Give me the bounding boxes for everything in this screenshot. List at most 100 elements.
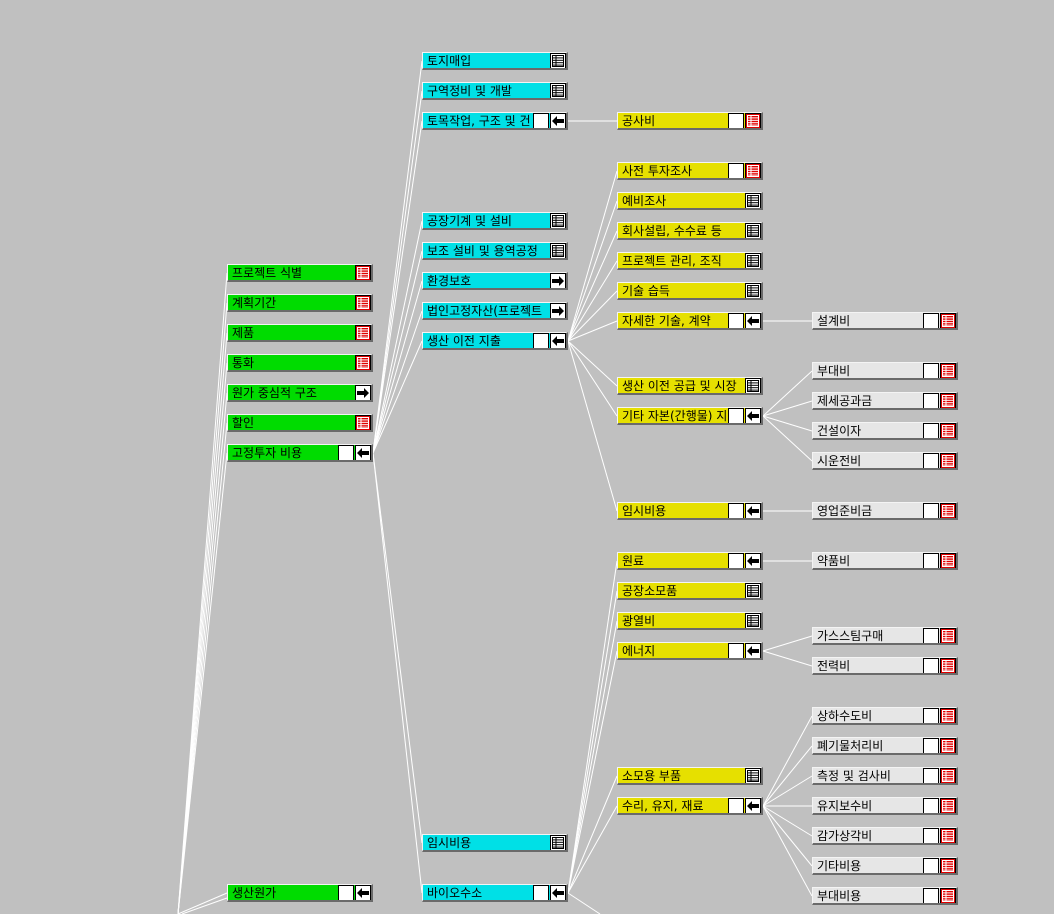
red-table-icon[interactable] [940,628,956,643]
red-table-icon[interactable] [940,393,956,408]
arrow-left-icon[interactable] [745,798,761,813]
red-table-icon[interactable] [745,113,761,128]
red-table-icon[interactable] [355,265,371,280]
tree-node-c7[interactable]: 법인고정자산(프로젝트 [422,302,568,320]
tree-node-y13[interactable]: 광열비 [617,612,763,630]
table-icon[interactable] [745,253,761,268]
tree-node-c10[interactable]: 바이오수소 [422,884,568,902]
tree-node-y12[interactable]: 공장소모품 [617,582,763,600]
checkbox-icon[interactable] [728,553,744,568]
tree-node-g14[interactable]: 감가상각비 [812,827,958,845]
tree-node-y11[interactable]: 원료 [617,552,763,570]
checkbox-icon[interactable] [533,333,549,348]
tree-node-g15[interactable]: 기타비용 [812,857,958,875]
arrow-left-icon[interactable] [745,313,761,328]
tree-node-p4[interactable]: 통화 [227,354,373,372]
tree-node-c5[interactable]: 보조 설비 및 용역공정 [422,242,568,260]
arrow-right-icon[interactable] [550,303,566,318]
checkbox-icon[interactable] [923,313,939,328]
table-icon[interactable] [745,223,761,238]
red-table-icon[interactable] [940,858,956,873]
tree-node-c8[interactable]: 생산 이전 지출 [422,332,568,350]
tree-node-g11[interactable]: 폐기물처리비 [812,737,958,755]
tree-node-y10[interactable]: 임시비용 [617,502,763,520]
arrow-left-icon[interactable] [745,643,761,658]
red-table-icon[interactable] [940,708,956,723]
red-table-icon[interactable] [940,888,956,903]
table-icon[interactable] [550,213,566,228]
arrow-left-icon[interactable] [355,885,371,900]
red-table-icon[interactable] [940,503,956,518]
checkbox-icon[interactable] [923,658,939,673]
arrow-left-icon[interactable] [550,333,566,348]
checkbox-icon[interactable] [338,885,354,900]
red-table-icon[interactable] [940,828,956,843]
checkbox-icon[interactable] [923,708,939,723]
checkbox-icon[interactable] [533,113,549,128]
red-table-icon[interactable] [940,363,956,378]
table-icon[interactable] [550,83,566,98]
tree-node-p1[interactable]: 프로젝트 식별 [227,264,373,282]
red-table-icon[interactable] [940,553,956,568]
checkbox-icon[interactable] [338,445,354,460]
red-table-icon[interactable] [940,453,956,468]
red-table-icon[interactable] [940,798,956,813]
checkbox-icon[interactable] [923,423,939,438]
tree-node-p5[interactable]: 원가 중심적 구조 [227,384,373,402]
tree-node-g5[interactable]: 시운전비 [812,452,958,470]
tree-node-c1[interactable]: 토지매입 [422,52,568,70]
red-table-icon[interactable] [355,295,371,310]
checkbox-icon[interactable] [923,363,939,378]
tree-node-p6[interactable]: 할인 [227,414,373,432]
tree-node-p2[interactable]: 계획기간 [227,294,373,312]
table-icon[interactable] [550,53,566,68]
checkbox-icon[interactable] [728,408,744,423]
tree-node-g9[interactable]: 전력비 [812,657,958,675]
tree-node-y15[interactable]: 소모용 부품 [617,767,763,785]
tree-node-p7[interactable]: 고정투자 비용 [227,444,373,462]
red-table-icon[interactable] [940,313,956,328]
tree-node-y14[interactable]: 에너지 [617,642,763,660]
checkbox-icon[interactable] [923,393,939,408]
red-table-icon[interactable] [940,768,956,783]
tree-node-g8[interactable]: 가스스팀구매 [812,627,958,645]
tree-node-g16[interactable]: 부대비용 [812,887,958,905]
tree-node-y8[interactable]: 생산 이전 공급 및 시장 [617,377,763,395]
checkbox-icon[interactable] [533,885,549,900]
arrow-left-icon[interactable] [550,113,566,128]
red-table-icon[interactable] [355,415,371,430]
tree-node-y5[interactable]: 프로젝트 관리, 조직 [617,252,763,270]
tree-node-g10[interactable]: 상하수도비 [812,707,958,725]
checkbox-icon[interactable] [728,113,744,128]
table-icon[interactable] [745,378,761,393]
red-table-icon[interactable] [940,658,956,673]
checkbox-icon[interactable] [923,628,939,643]
tree-node-p3[interactable]: 제품 [227,324,373,342]
checkbox-icon[interactable] [923,553,939,568]
table-icon[interactable] [745,613,761,628]
checkbox-icon[interactable] [728,798,744,813]
red-table-icon[interactable] [940,738,956,753]
tree-node-y4[interactable]: 회사설립, 수수료 등 [617,222,763,240]
tree-node-g3[interactable]: 제세공과금 [812,392,958,410]
tree-node-c6[interactable]: 환경보호 [422,272,568,290]
arrow-right-icon[interactable] [355,385,371,400]
checkbox-icon[interactable] [923,858,939,873]
tree-node-y3[interactable]: 예비조사 [617,192,763,210]
tree-node-y9[interactable]: 기타 자본(간행물) 지 [617,407,763,425]
arrow-left-icon[interactable] [745,503,761,518]
red-table-icon[interactable] [355,325,371,340]
tree-node-g12[interactable]: 측정 및 검사비 [812,767,958,785]
table-icon[interactable] [550,243,566,258]
tree-node-g1[interactable]: 설계비 [812,312,958,330]
tree-node-g4[interactable]: 건설이자 [812,422,958,440]
tree-node-g13[interactable]: 유지보수비 [812,797,958,815]
checkbox-icon[interactable] [923,453,939,468]
tree-node-c2[interactable]: 구역정비 및 개발 [422,82,568,100]
arrow-left-icon[interactable] [745,408,761,423]
arrow-left-icon[interactable] [550,885,566,900]
checkbox-icon[interactable] [728,313,744,328]
tree-node-p8[interactable]: 생산원가 [227,884,373,902]
tree-node-y2[interactable]: 사전 투자조사 [617,162,763,180]
tree-node-g6[interactable]: 영업준비금 [812,502,958,520]
